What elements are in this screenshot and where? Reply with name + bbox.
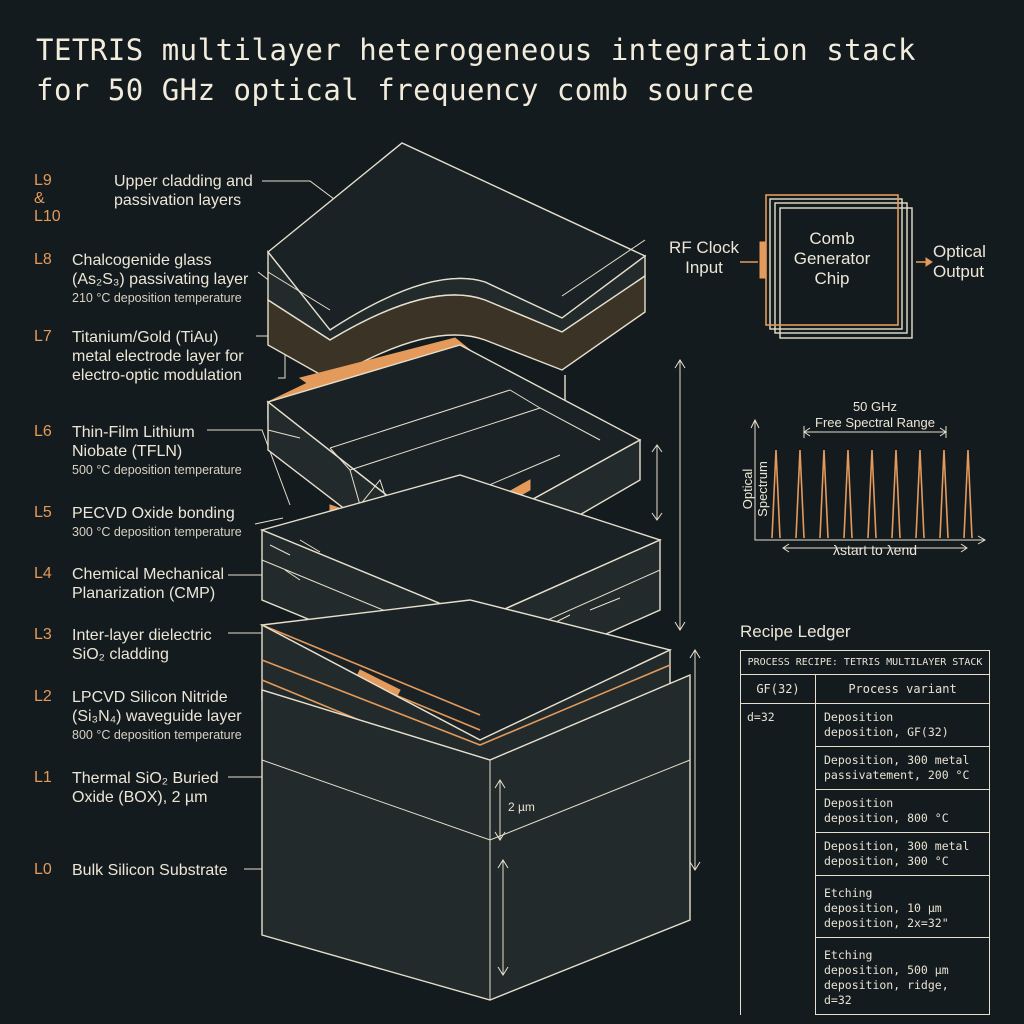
layer-block-l9-l10 (267, 142, 647, 381)
ledger-caption: PROCESS RECIPE: TETRIS MULTILAYER STACK (740, 650, 990, 675)
comb-line (891, 449, 901, 539)
fsr-value: 50 GHz (852, 399, 898, 414)
ledger-key: d=32 (740, 703, 816, 1015)
ledger-title: Recipe Ledger (740, 622, 851, 641)
ledger-col-1: GF(32) (740, 674, 816, 704)
comb-line (963, 449, 973, 539)
ledger-col-2: Process variant (815, 674, 990, 704)
title-line-1: TETRIS multilayer heterogeneous integrat… (36, 33, 917, 67)
comb-line (867, 449, 877, 539)
comb-line (771, 449, 781, 539)
comb-line (795, 449, 805, 539)
box-thickness-label: 2 µm (508, 800, 535, 814)
layer-block-l1-l0 (261, 673, 691, 1001)
recipe-ledger-table: PROCESS RECIPE: TETRIS MULTILAYER STACK … (740, 650, 990, 1015)
comb-line (819, 449, 829, 539)
title-line-2: for 50 GHz optical frequency comb source (36, 73, 755, 107)
dimension-arrows (494, 359, 701, 976)
comb-line (843, 449, 853, 539)
comb-line (915, 449, 925, 539)
spectrum-range-label: λstart to λend (832, 542, 918, 558)
fsr-label: Free Spectral Range (815, 415, 935, 430)
comb-generator-chip (740, 194, 933, 339)
comb-line (939, 449, 949, 539)
optical-spectrum-plot (750, 418, 987, 553)
page-title: TETRIS multilayer heterogeneous integrat… (36, 30, 996, 110)
spectrum-y-label: Optical Spectrum (740, 461, 770, 517)
